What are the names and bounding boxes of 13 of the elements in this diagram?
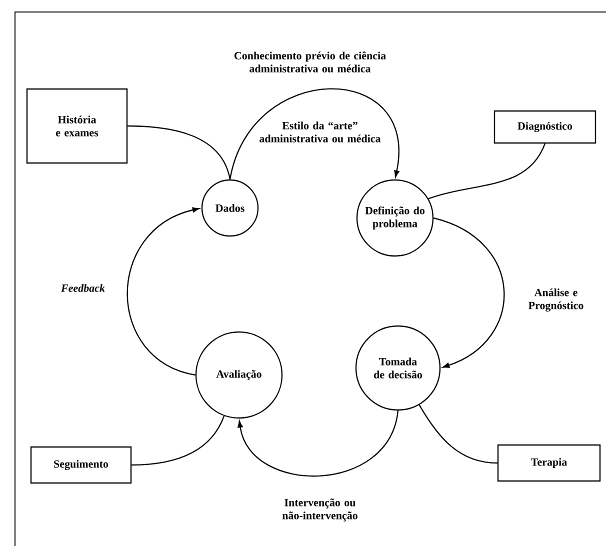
process-box: Diagnóstico bbox=[494, 110, 596, 144]
arrow bbox=[238, 410, 399, 476]
process-box: Terapia bbox=[497, 444, 601, 482]
edge-label: Feedback bbox=[61, 284, 105, 292]
edge-label: Estilo da “arte” administrativa ou médica bbox=[260, 122, 381, 142]
edge-label: Análise e Prognóstico bbox=[528, 288, 584, 312]
edge-label: Intervenção ou não-intervenção bbox=[282, 498, 358, 522]
arrow bbox=[229, 88, 400, 180]
process-box: História e exames bbox=[26, 88, 128, 164]
process-box: Seguimento bbox=[30, 446, 132, 484]
arrow bbox=[126, 207, 200, 376]
arrow bbox=[433, 217, 505, 368]
note-text: Conhecimento prévio de ciência administrativa ou médica bbox=[234, 52, 386, 72]
